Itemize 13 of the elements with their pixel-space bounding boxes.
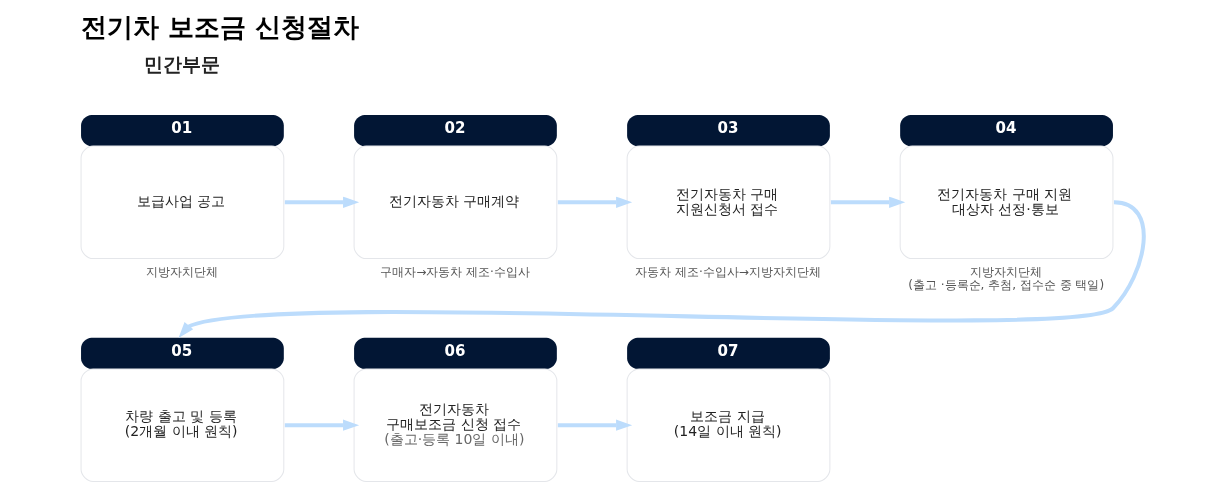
diagram-title: 전기차 보조금 신청절차 bbox=[81, 11, 360, 42]
label: 민간부문 bbox=[144, 53, 221, 76]
node-label: (출고 ·등록순, 추첨, 접수순 중 택일) bbox=[908, 278, 1105, 293]
arrow bbox=[557, 419, 633, 431]
arrow bbox=[830, 196, 906, 208]
arrow bbox=[284, 196, 360, 208]
arrow bbox=[557, 196, 633, 208]
node-label: 지방자치단체 bbox=[145, 265, 218, 280]
arrow bbox=[178, 200, 1146, 338]
node-label: 지방자치단체 bbox=[969, 265, 1042, 280]
node-label: 구매자→자동차 제조·수입사 bbox=[380, 265, 530, 280]
arrow bbox=[284, 419, 360, 431]
node-label: 자동차 제조·수입사→지방자치단체 bbox=[635, 265, 821, 280]
